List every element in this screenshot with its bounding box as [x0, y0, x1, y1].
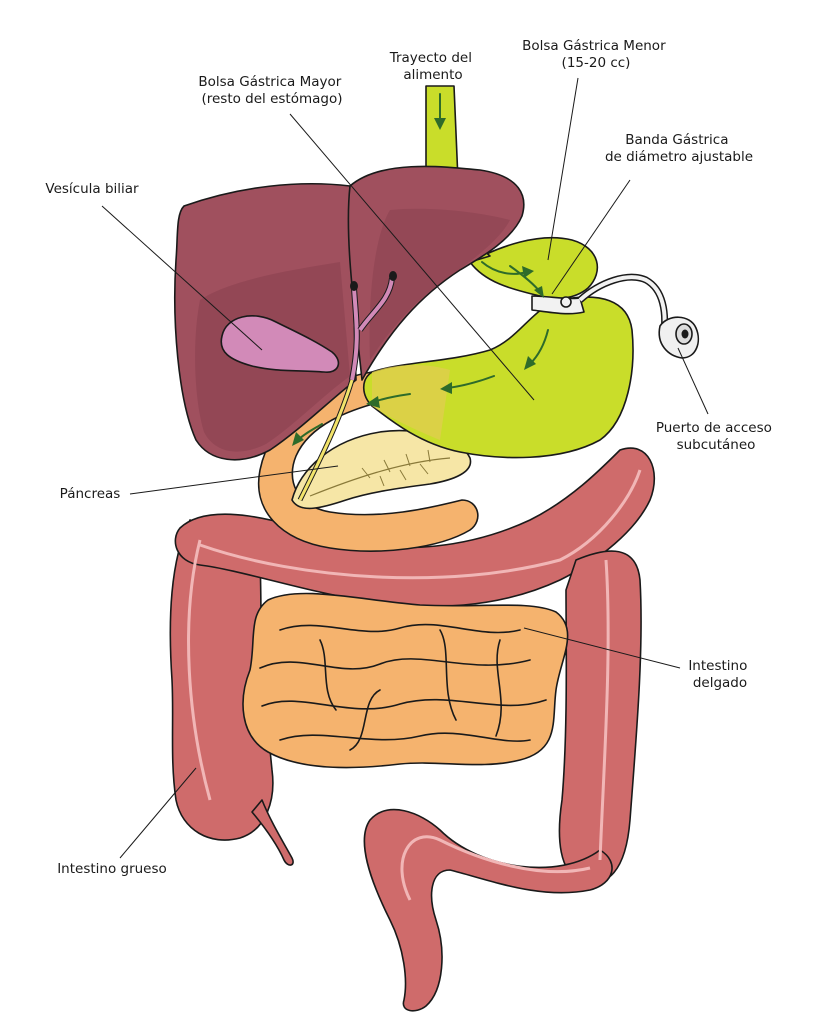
hepatic-duct	[358, 277, 394, 332]
flow-arrow	[509, 265, 544, 298]
sigmoid-colon	[363, 808, 613, 1012]
flow-arrow	[481, 261, 534, 278]
leader-gallbladder	[101, 205, 263, 351]
appendix	[251, 799, 294, 866]
liver	[174, 165, 525, 461]
intestine-loop	[319, 639, 337, 711]
duct-opening	[389, 271, 397, 281]
leader-pancreas	[129, 465, 339, 495]
intestine-loop	[279, 732, 531, 742]
colon-highlight	[400, 835, 591, 901]
label-gallbladder: Vesícula biliar	[45, 181, 139, 197]
intestine-loop	[279, 623, 521, 634]
band-ring	[531, 295, 585, 315]
port-center	[681, 329, 689, 339]
duct-opening	[350, 281, 358, 291]
leader-port	[677, 347, 709, 415]
small-intestine	[242, 592, 569, 769]
flow-arrow	[366, 393, 411, 408]
flow-arrow	[524, 329, 549, 370]
leader-band	[551, 179, 631, 295]
label-food-path: Trayecto del alimento	[389, 50, 477, 83]
flow-arrow	[440, 375, 495, 394]
gallbladder	[220, 315, 340, 373]
bile-ducts	[297, 271, 397, 502]
liver-shadow	[369, 208, 510, 360]
lesser-stomach-pouch	[469, 236, 598, 300]
label-port: Puerto de acceso subcutáneo	[656, 420, 776, 453]
label-pancreas: Páncreas	[60, 486, 121, 502]
descending-colon	[558, 550, 642, 884]
pancreatic-duct	[309, 457, 451, 497]
intestine-loop	[349, 689, 381, 751]
large-intestine	[169, 447, 655, 1012]
pancreas	[291, 429, 472, 510]
leader-greater-pouch	[289, 113, 535, 401]
gastric-band	[531, 273, 669, 333]
band-buckle	[560, 296, 572, 308]
flow-arrow	[434, 93, 446, 130]
pancreatic-duct-branch	[361, 449, 431, 487]
intestine-loop	[439, 629, 457, 721]
food-flow-arrows	[292, 93, 549, 446]
pylorus	[372, 365, 450, 440]
colon-highlight	[187, 539, 212, 801]
label-band: Banda Gástrica de diámetro ajustable	[605, 132, 753, 165]
intestine-loop	[261, 698, 547, 710]
hepatic-duct	[350, 287, 359, 381]
leader-small-intestine	[523, 627, 681, 669]
common-bile-duct	[298, 379, 354, 501]
intestine-loop	[259, 658, 531, 670]
label-lesser-pouch: Bolsa Gástrica Menor (15-20 cc)	[522, 38, 670, 71]
leader-lesser-pouch	[547, 77, 579, 261]
leader-lines	[101, 77, 709, 859]
small-intestine-mass	[242, 592, 569, 769]
subcutaneous-port	[658, 316, 700, 359]
band-tubing	[578, 275, 667, 333]
colon-highlight	[199, 469, 642, 580]
colon-highlight	[598, 559, 610, 861]
label-greater-pouch: Bolsa Gástrica Mayor (resto del estómago…	[198, 74, 345, 107]
flow-arrow	[292, 423, 323, 446]
leader-large-intestine	[119, 767, 197, 859]
intestine-loop	[495, 639, 502, 737]
label-small-intestine: Intestino delgado	[688, 658, 751, 691]
label-large-intestine: Intestino grueso	[57, 861, 167, 877]
